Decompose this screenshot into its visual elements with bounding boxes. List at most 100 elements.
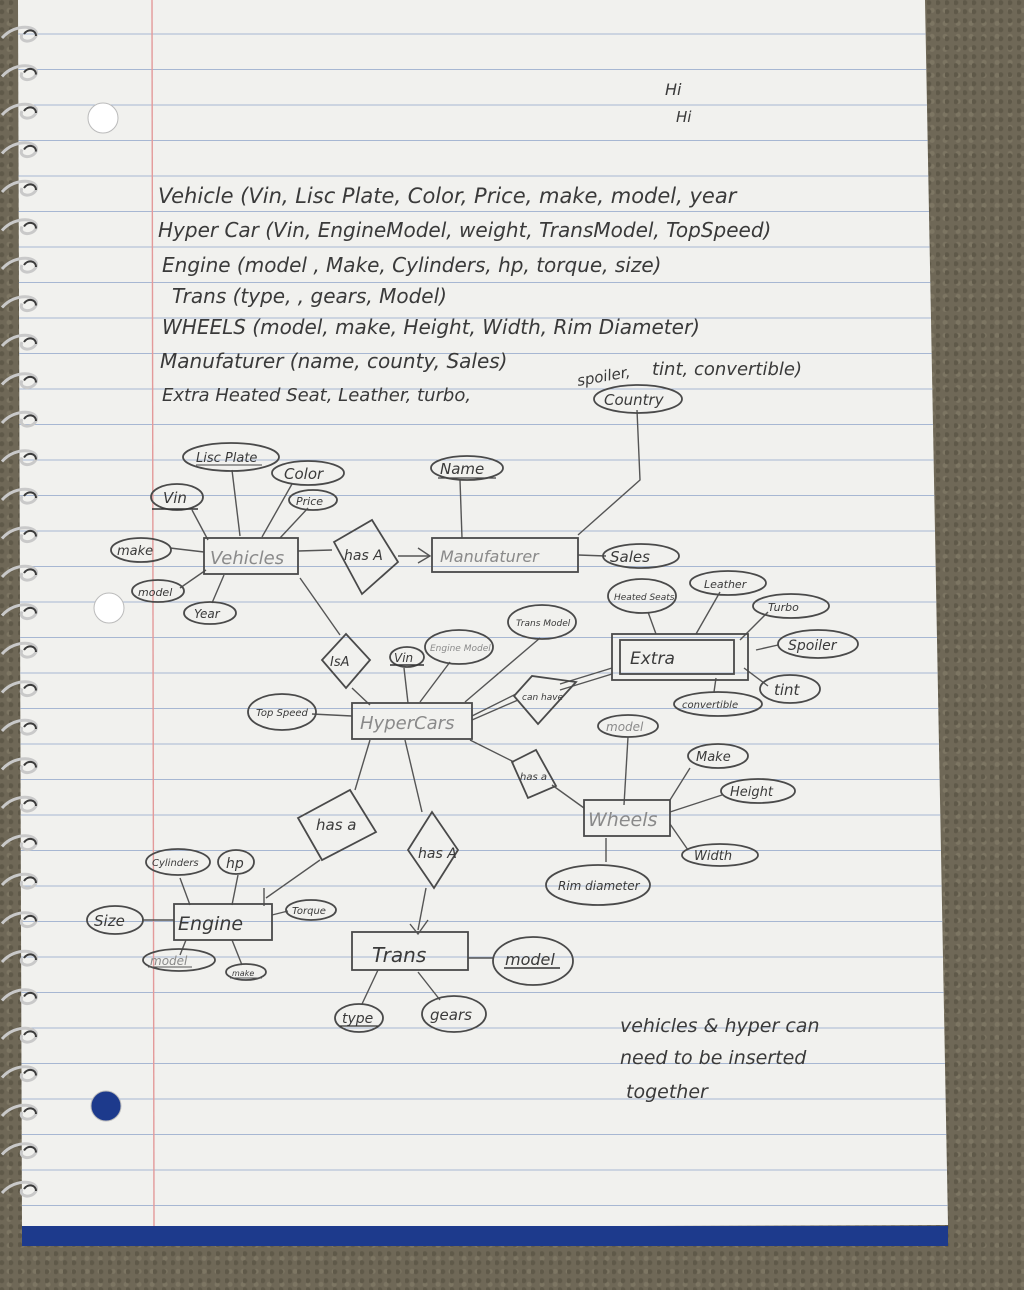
entity-trans: Trans [372, 943, 426, 967]
spiral-ring-shadow [23, 337, 37, 345]
binder-holes [87, 102, 125, 1122]
spiral-ring-shadow [23, 683, 37, 691]
spiral-ring-shadow [23, 645, 37, 653]
rel-vehicles-manufacturer: has A [344, 548, 383, 564]
schema-hypercar: Hyper Car (Vin, EngineModel, weight, Tra… [158, 218, 771, 242]
attr-make: make [117, 544, 153, 559]
spiral-ring-shadow [23, 375, 37, 383]
attr-vin: Vin [163, 489, 187, 507]
attr-size: Size [94, 912, 125, 930]
schema-wheels: WHEELS (model, make, Height, Width, Rim … [162, 315, 700, 339]
connectors [142, 409, 779, 1005]
note-line-3: together [626, 1081, 709, 1103]
spiral-ring-shadow [23, 1184, 37, 1192]
spiral-ring-shadow [23, 221, 37, 229]
rel-hyper-trans: has A [418, 846, 457, 862]
attr-heated-seats: Heated Seats [614, 593, 675, 603]
attr-convertible: convertible [682, 700, 738, 711]
spiral-ring-shadow [23, 876, 37, 884]
attributes: Lisc Plate Color Vin Price make model Ye… [86, 384, 859, 1033]
attr-color: Color [284, 465, 324, 483]
attr-sales: Sales [610, 548, 650, 566]
attr-leather: Leather [704, 578, 748, 591]
spiral-ring-shadow [23, 29, 37, 37]
spiral-ring-shadow [23, 953, 37, 961]
schema-manufacturer: Manufaturer (name, county, Sales) [160, 349, 507, 373]
spiral-ring-shadow [23, 722, 37, 730]
attr-type: type [342, 1011, 373, 1027]
attr-width: Width [694, 849, 732, 864]
attr-engine-make: make [232, 969, 254, 978]
spiral-binding [0, 25, 38, 1198]
spiral-ring-shadow [23, 491, 37, 499]
spiral-ring-shadow [23, 414, 37, 422]
spiral-ring-shadow [23, 568, 37, 576]
entity-wheels: Wheels [588, 809, 657, 831]
schema-engine: Engine (model , Make, Cylinders, hp, tor… [162, 253, 661, 277]
entity-hypercars: HyperCars [360, 713, 454, 734]
attr-year: Year [194, 607, 221, 621]
attr-rim-diameter: Rim diameter [558, 879, 641, 893]
attr-tint: tint [774, 681, 801, 699]
bottom-note: vehicles & hyper can need to be inserted… [620, 1015, 819, 1103]
spiral-ring-shadow [23, 837, 37, 845]
spiral-ring-shadow [23, 298, 37, 306]
attr-lisc-plate: Lisc Plate [196, 451, 257, 466]
rel-hyper-engine: has a [316, 816, 356, 834]
attr-turbo: Turbo [768, 601, 799, 614]
corner-note-2: Hi [676, 108, 692, 126]
schema-extra: Extra Heated Seat, Leather, turbo, [162, 385, 471, 406]
attr-spoiler: Spoiler [788, 638, 838, 654]
spiral-ring-shadow [23, 260, 37, 268]
attr-hyper-vin: Vin [394, 651, 413, 665]
rel-hyper-wheels: has a [520, 772, 547, 783]
relationships: has A IsA can have has a has a has A [296, 518, 578, 890]
schema-trans: Trans (type, , gears, Model) [172, 284, 447, 308]
schema-vehicle: Vehicle (Vin, Lisc Plate, Color, Price, … [158, 184, 738, 208]
note-line-1: vehicles & hyper can [620, 1015, 819, 1037]
attr-wheels-model: model [606, 720, 644, 734]
spiral-ring-shadow [23, 914, 37, 922]
corner-note-1: Hi [665, 80, 682, 99]
entity-engine: Engine [178, 913, 243, 935]
attr-hp: hp [226, 856, 244, 872]
spiral-ring-shadow [23, 452, 37, 460]
rel-can-have: can have [522, 693, 564, 703]
spiral-ring-shadow [23, 606, 37, 614]
attr-country: Country [604, 391, 665, 409]
attr-price: Price [296, 495, 323, 508]
spiral-ring-shadow [23, 799, 37, 807]
attr-wheels-make: Make [696, 750, 731, 765]
spiral-ring-shadow [23, 1030, 37, 1038]
attr-gears: gears [430, 1006, 472, 1024]
arrow-marks [409, 547, 432, 936]
spiral-ring-shadow [23, 1145, 37, 1153]
spiral-ring-shadow [23, 144, 37, 152]
spiral-ring-shadow [23, 1068, 37, 1076]
attr-top-speed: Top Speed [256, 708, 309, 719]
attr-height: Height [730, 785, 774, 800]
attr-cylinders: Cylinders [152, 858, 199, 869]
attr-engine-model-attr: model [150, 954, 188, 968]
note-line-2: need to be inserted [620, 1047, 807, 1069]
attr-trans-model-attr: model [505, 950, 555, 969]
entity-vehicles: Vehicles [210, 548, 284, 569]
entity-manufacturer: Manufaturer [440, 547, 540, 566]
attr-engine-model: Engine Model [430, 644, 491, 654]
schema-list: Vehicle (Vin, Lisc Plate, Color, Price, … [158, 184, 802, 406]
schema-extra-rest: tint, convertible) [652, 359, 802, 380]
spiral-ring-shadow [23, 529, 37, 537]
spiral-ring-shadow [23, 760, 37, 768]
spiral-ring-shadow [23, 183, 37, 191]
entities: Vehicles Manufaturer HyperCars Extra Whe… [173, 537, 749, 971]
attr-model: model [138, 586, 172, 599]
rel-isa: IsA [330, 655, 350, 670]
attr-trans-model: Trans Model [516, 619, 571, 629]
spiral-ring-shadow [23, 1107, 37, 1115]
paper-sheet [18, 0, 948, 1246]
entity-extra: Extra [630, 649, 675, 669]
spiral-ring-shadow [23, 991, 37, 999]
attr-torque: Torque [292, 906, 326, 917]
spiral-ring-shadow [23, 106, 37, 114]
